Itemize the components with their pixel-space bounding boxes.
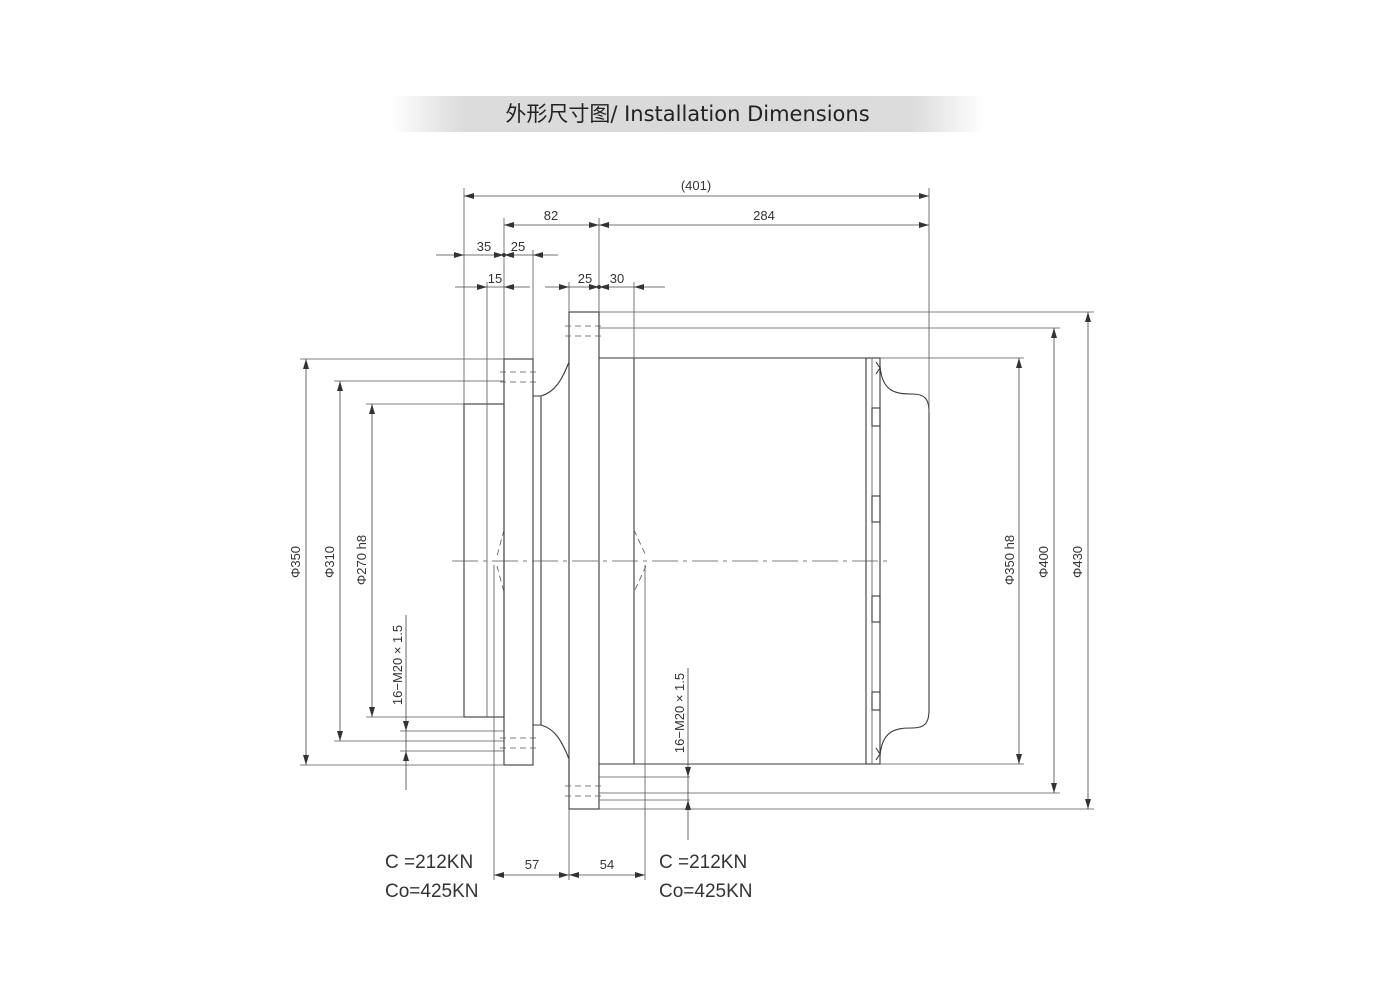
dim-57: 57 (525, 857, 539, 872)
dim-30: 30 (610, 271, 624, 286)
page-title: 外形尺寸图/ Installation Dimensions (505, 102, 870, 126)
dim-35: 35 (477, 239, 491, 254)
bottom-dimensions (493, 565, 646, 880)
right-dynamic-load: C =212KN (659, 852, 747, 873)
dim-82: 82 (544, 208, 558, 223)
dim-overall: (401) (681, 178, 711, 193)
body-outline (463, 311, 930, 810)
dim-phi400: Φ400 (1036, 546, 1051, 578)
top-extension-lines (463, 188, 930, 412)
right-static-load: Co=425KN (659, 881, 752, 902)
thread-label-right: 16−M20 × 1.5 (672, 673, 687, 753)
title-band (390, 96, 985, 132)
dim-15: 15 (488, 271, 502, 286)
left-static-load: Co=425KN (385, 881, 478, 902)
hidden-bolt-holes (496, 325, 647, 797)
right-diameter-dims (685, 312, 1091, 840)
left-diameter-dims (303, 359, 409, 790)
dim-phi310: Φ310 (322, 546, 337, 578)
dim-phi270-h8: Φ270 h8 (354, 535, 369, 585)
dim-25-left: 25 (511, 239, 525, 254)
end-contour (879, 365, 930, 757)
top-dimensions (436, 193, 929, 290)
dim-phi430: Φ430 (1070, 546, 1085, 578)
right-flange (568, 311, 600, 810)
dim-phi350-h8: Φ350 h8 (1002, 535, 1017, 585)
left-extension-lines (300, 358, 504, 766)
dim-25-right: 25 (578, 271, 592, 286)
thread-label-left: 16−M20 × 1.5 (390, 625, 405, 705)
left-dynamic-load: C =212KN (385, 852, 473, 873)
right-extension-lines (599, 311, 1094, 810)
dim-54: 54 (600, 857, 614, 872)
left-flange (503, 358, 534, 766)
left-hub (463, 403, 505, 718)
dim-284: 284 (753, 208, 775, 223)
dim-phi350: Φ350 (288, 546, 303, 578)
